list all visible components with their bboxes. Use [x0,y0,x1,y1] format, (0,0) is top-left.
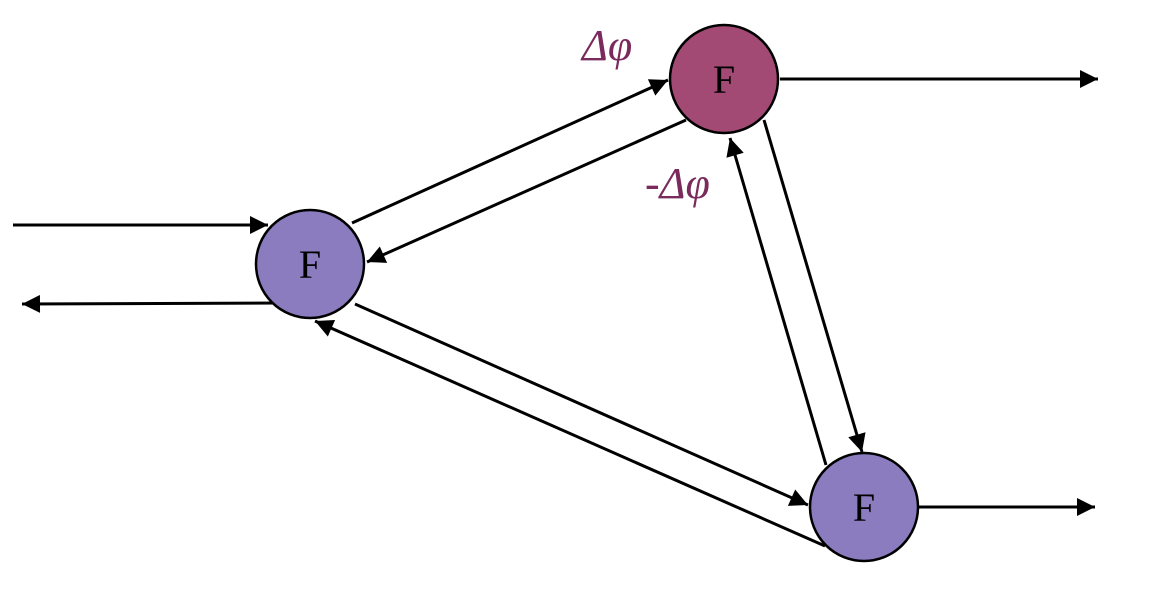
arrow-top-to-bottom [762,119,866,453]
node-top-label: F [713,57,735,102]
arrow-top-to-left [366,118,687,264]
arrow-left-to-bottom [354,302,809,507]
node-bottom-label: F [853,485,875,530]
node-top: F [668,23,780,135]
arrow-bottom-to-top [726,137,828,466]
arrow-left-to-top [351,78,669,225]
arrow-bottom-to-left [314,319,826,548]
node-bottom: F [808,451,920,563]
phase-shift-positive-label: Δφ [580,21,632,70]
phase-shift-negative-label: -Δφ [645,159,710,208]
node-left-label: F [299,242,321,287]
node-top-circle [668,23,780,135]
node-left-circle [254,208,366,320]
node-bottom-circle [808,451,920,563]
node-left: F [254,208,366,320]
output-arrow-left [21,294,283,313]
